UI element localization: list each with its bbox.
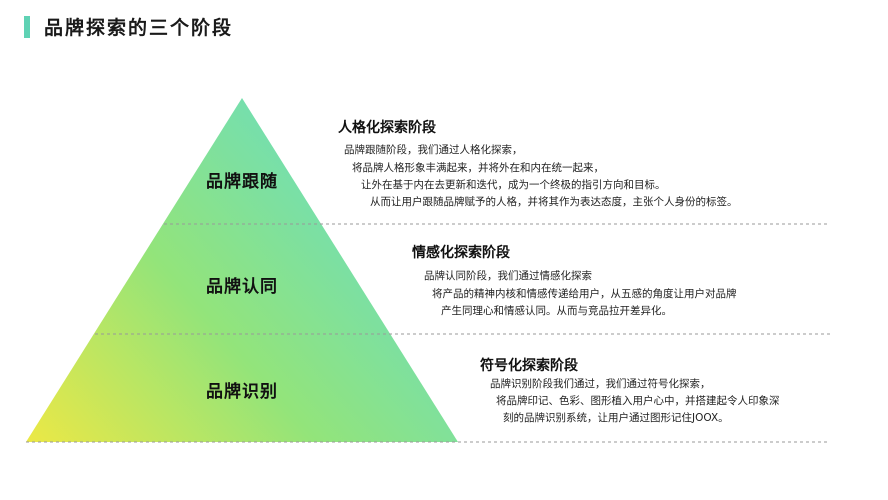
stage-description-line: 产生同理心和情感认同。从而与竞品拉开差异化。 — [441, 305, 672, 317]
stage-description-line: 品牌跟随阶段，我们通过人格化探索， — [344, 144, 523, 156]
title-accent-bar — [24, 16, 30, 38]
stage-description-line: 品牌识别阶段我们通过，我们通过符号化探索， — [490, 378, 711, 390]
pyramid-level-label: 品牌跟随 — [206, 172, 278, 192]
stage-heading: 符号化探索阶段 — [480, 358, 578, 374]
stage-heading: 情感化探索阶段 — [412, 245, 510, 261]
pyramid-level-label: 品牌识别 — [206, 382, 278, 402]
stage-description-line: 刻的品牌识别系统，让用户通过图形记住JOOX。 — [503, 412, 729, 424]
stage-description-line: 让外在基于内在去更新和迭代，成为一个终极的指引方向和目标。 — [361, 179, 666, 191]
pyramid-level-label: 品牌认同 — [206, 277, 278, 297]
stage-heading: 人格化探索阶段 — [338, 120, 436, 136]
stage-description-line: 将品牌印记、色彩、图形植入用户心中，并搭建起令人印象深 — [496, 395, 780, 407]
stage-description-line: 将品牌人格形象丰满起来，并将外在和内在统一起来， — [352, 162, 604, 174]
stage-description-line: 从而让用户跟随品牌赋予的人格，并将其作为表达态度，主张个人身份的标签。 — [370, 196, 738, 208]
stage-description-line: 将产品的精神内核和情感传递给用户，从五感的角度让用户对品牌 — [432, 288, 737, 300]
page-title: 品牌探索的三个阶段 — [44, 17, 234, 39]
stage-description-line: 品牌认同阶段，我们通过情感化探索 — [424, 270, 592, 282]
pyramid-shape — [26, 98, 458, 442]
